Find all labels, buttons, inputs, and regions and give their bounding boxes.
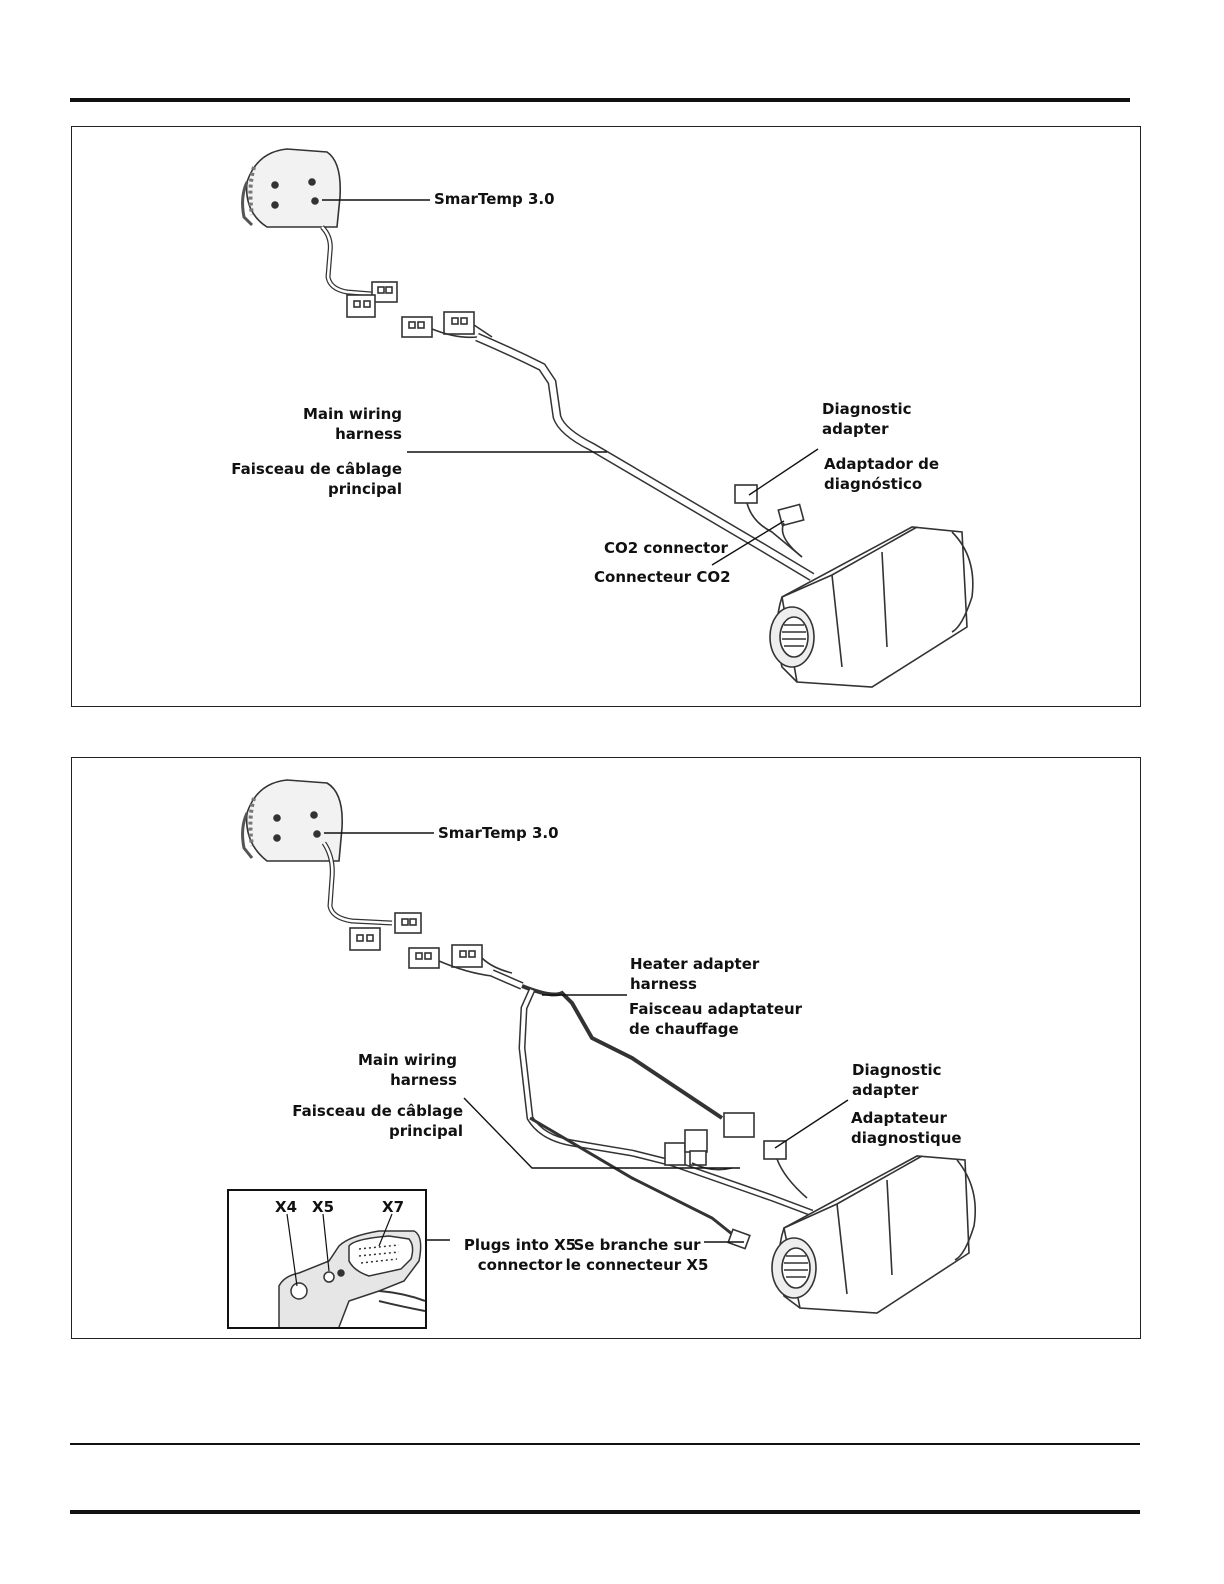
connector-detail-drawing: [278, 1213, 425, 1327]
diagram-2-illustration: [241, 779, 977, 1314]
inset-x7-label: X7: [382, 1198, 405, 1216]
inset-x5-label: X5: [312, 1198, 335, 1216]
leader-main-harness-2: [463, 1097, 740, 1169]
diagnostic-adapter-label-es: Adaptador de diagnóstico: [824, 455, 940, 493]
main-harness-label-fr: Faisceau de câblage principal: [231, 460, 402, 498]
diagnostic-adapter-label: Diagnostic adapter: [822, 400, 912, 438]
smartemp-control-panel: [241, 148, 342, 228]
footer-thick-rule: [70, 1510, 1140, 1514]
heater-adapter-label: Heater adapter harness: [630, 955, 760, 993]
smartemp-control-panel-2: [241, 779, 344, 862]
heater-unit: [769, 526, 974, 688]
leader-diagnostic-2: [774, 1099, 849, 1149]
diagnostic-adapter-label-2: Diagnostic adapter: [852, 1061, 942, 1099]
main-harness-label-2: Main wiring harness: [357, 1051, 457, 1089]
wiring-diagram-panel-2: SmarTemp 3.0 Heater adapter harness Fais…: [71, 757, 1141, 1339]
leader-diagnostic: [748, 448, 819, 496]
diagram-1-illustration: [241, 148, 974, 688]
connector-detail-inset: X4 X5 X7: [227, 1189, 427, 1329]
leader-co2: [711, 520, 785, 566]
header-rule: [70, 98, 1130, 102]
main-harness-label-fr-2: Faisceau de câblage principal: [292, 1102, 463, 1140]
inset-x4-label: X4: [275, 1198, 298, 1216]
diagnostic-adapter-label-fr-2: Adaptateur diagnostique: [851, 1109, 962, 1147]
co2-connector-label-fr: Connecteur CO2: [594, 568, 731, 586]
footer-thin-rule: [70, 1443, 1140, 1445]
heater-adapter-label-fr: Faisceau adaptateur de chauffage: [629, 1000, 803, 1038]
main-harness-label: Main wiring harness: [302, 405, 402, 443]
smartemp-label: SmarTemp 3.0: [434, 190, 555, 208]
smartemp-label-2: SmarTemp 3.0: [438, 824, 559, 842]
wiring-diagram-panel-1: SmarTemp 3.0 Main wiring harness Faiscea…: [71, 126, 1141, 707]
co2-connector-label: CO2 connector: [604, 539, 728, 557]
heater-unit-2: [771, 1155, 977, 1314]
plugs-into-x5-label: Plugs into X5 connector: [463, 1236, 577, 1274]
plugs-into-x5-label-fr: Se branche sur le connecteur X5: [565, 1236, 709, 1274]
